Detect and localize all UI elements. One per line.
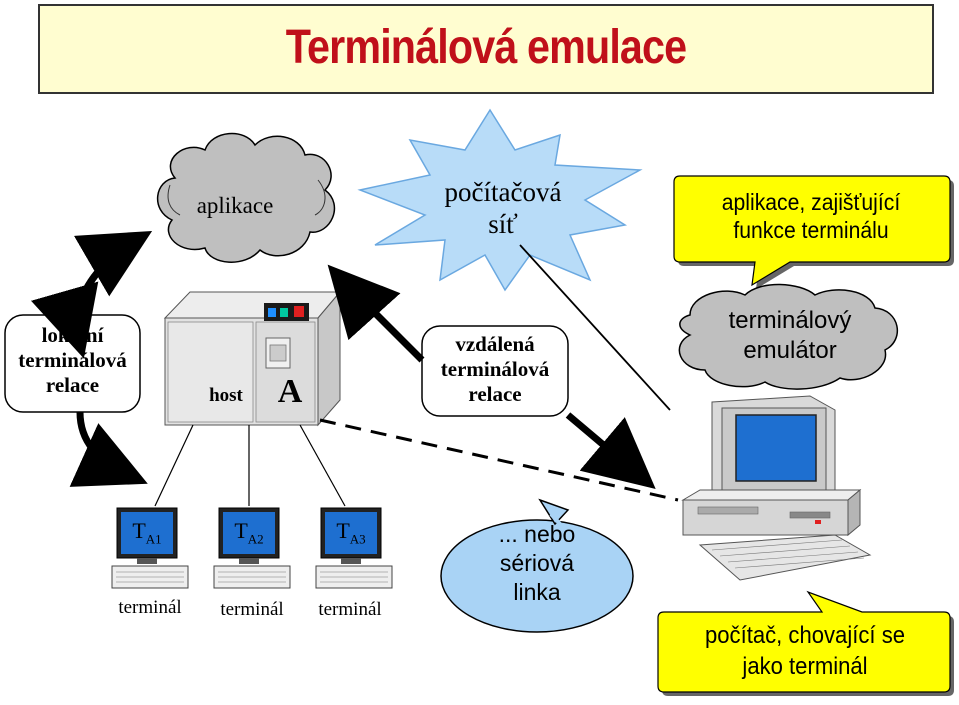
line-host-t1 xyxy=(154,424,194,507)
cloud-icon-emulator xyxy=(678,283,899,390)
arrow-icon-to-cloud xyxy=(73,230,153,346)
label-host-letter: A xyxy=(277,373,303,410)
pc-workstation-icon xyxy=(681,395,872,581)
line-network-pc xyxy=(519,244,671,411)
arrow-icon-to-network xyxy=(327,264,401,341)
terminal-label-1: TA1 xyxy=(132,518,162,547)
serial-line-dashed xyxy=(319,418,679,502)
callout-bottom xyxy=(657,590,954,696)
terminal-icon-1 xyxy=(111,507,189,589)
label-aplikace: aplikace xyxy=(196,193,274,218)
line-host-t3 xyxy=(299,424,346,507)
terminal-label-2: TA2 xyxy=(234,518,264,547)
title-box: Terminálová emulace xyxy=(38,4,934,94)
arrow-shaft-upper xyxy=(367,305,425,363)
callout-top xyxy=(673,175,954,289)
arrow-icon-to-terminal xyxy=(69,411,148,487)
cloud-icon-aplikace xyxy=(156,132,336,263)
terminal-caption-3: terminál xyxy=(318,599,382,620)
starburst-icon-network xyxy=(357,108,643,292)
terminal-icon-3 xyxy=(315,507,393,589)
page-title: Terminálová emulace xyxy=(285,21,687,74)
terminal-caption-1: terminál xyxy=(118,597,182,618)
arrow-icon-to-pc xyxy=(565,412,656,490)
terminal-icon-2 xyxy=(213,507,291,589)
label-host: host xyxy=(209,385,243,406)
ellipse-callout-linka xyxy=(440,498,634,633)
terminal-label-3: TA3 xyxy=(336,518,366,547)
terminal-caption-2: terminál xyxy=(220,599,284,620)
box-vzdalena xyxy=(421,325,569,417)
